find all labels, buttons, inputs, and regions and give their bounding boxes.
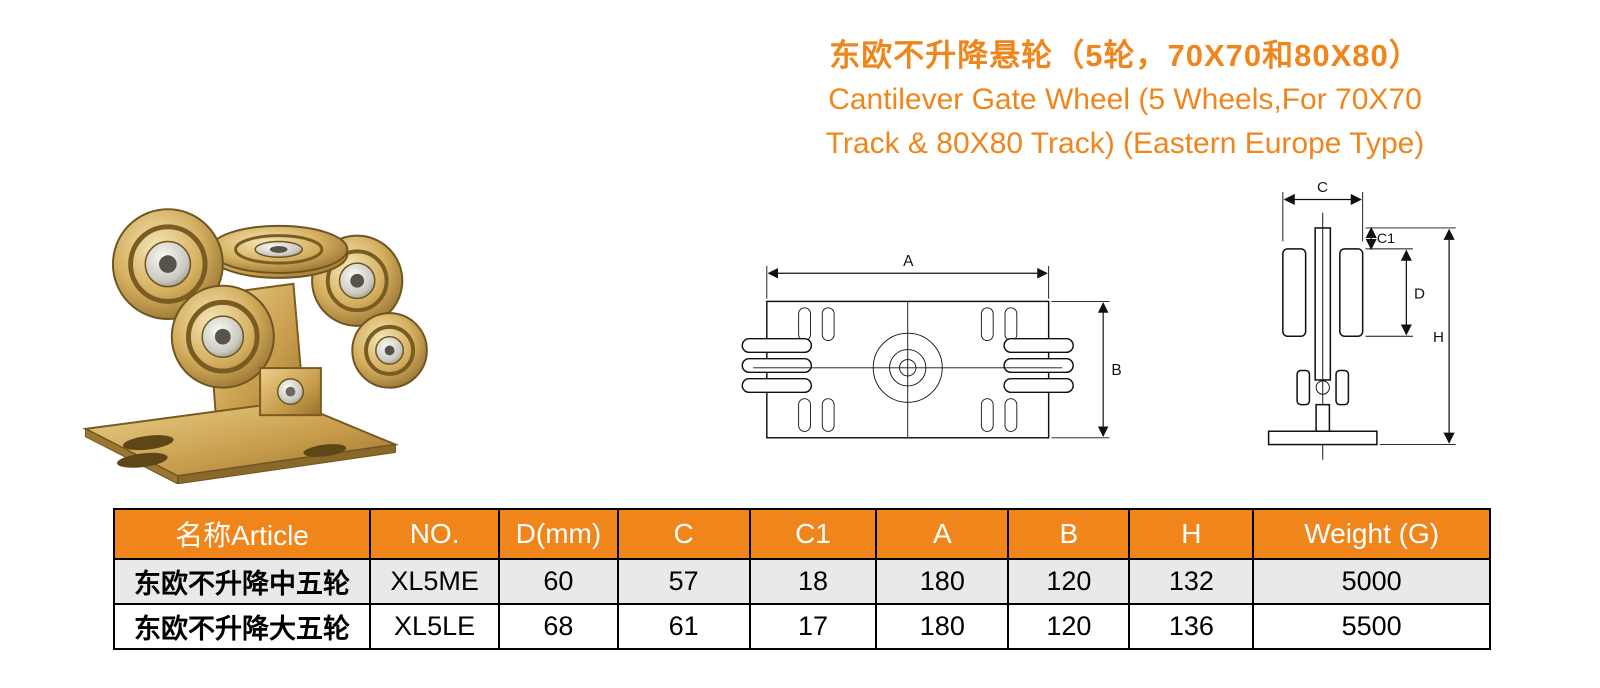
table-row: 东欧不升降中五轮 XL5ME 60 57 18 180 120 132 5000 (113, 558, 1491, 605)
cell-c: 61 (616, 603, 751, 650)
dim-label-a: A (903, 253, 914, 270)
top-wheel (209, 224, 349, 279)
header-cell-b: B (1007, 508, 1131, 560)
header-cell-no: NO. (368, 508, 501, 560)
header-cell-h: H (1128, 508, 1255, 560)
cell-b: 120 (1007, 603, 1131, 650)
cell-no: XL5ME (368, 558, 501, 605)
cell-c1: 18 (748, 558, 878, 605)
side-view-drawing: C C1 D H (1267, 179, 1456, 460)
bolt-block (259, 367, 322, 417)
dim-label-c1: C1 (1377, 231, 1395, 247)
cell-article: 东欧不升降大五轮 (113, 603, 371, 650)
cell-h: 132 (1128, 558, 1255, 605)
product-photo (82, 208, 428, 484)
cell-c: 57 (616, 558, 751, 605)
table-header-row: 名称Article NO. D(mm) C C1 A B H Weight (G… (113, 508, 1491, 560)
cell-weight: 5000 (1252, 558, 1491, 605)
cell-weight: 5500 (1252, 603, 1491, 650)
cell-a: 180 (875, 603, 1010, 650)
dim-label-c: C (1317, 179, 1328, 196)
cell-article: 东欧不升降中五轮 (113, 558, 371, 605)
cell-a: 180 (875, 558, 1010, 605)
table-row: 东欧不升降大五轮 XL5LE 68 61 17 180 120 136 5500 (113, 603, 1491, 650)
front-wheel-upper-left (111, 208, 224, 321)
front-view-right-wheels (1003, 337, 1074, 394)
cell-h: 136 (1128, 603, 1255, 650)
product-title-english-line1: Cantilever Gate Wheel (5 Wheels,For 70X7… (828, 83, 1422, 116)
dim-label-b: B (1111, 362, 1121, 379)
header-cell-d: D(mm) (498, 508, 619, 560)
front-wheel-lower-left (170, 284, 275, 389)
dim-label-d: D (1414, 285, 1425, 302)
cell-d: 60 (498, 558, 619, 605)
cell-no: XL5LE (368, 603, 501, 650)
product-title-chinese: 东欧不升降悬轮（5轮，70X70和80X80） (829, 38, 1421, 73)
header-cell-a: A (875, 508, 1010, 560)
cell-d: 68 (498, 603, 619, 650)
product-title: 东欧不升降悬轮（5轮，70X70和80X80） Cantilever Gate … (730, 34, 1520, 166)
rear-wheel-right-lower (351, 312, 428, 389)
dim-label-h: H (1433, 329, 1444, 346)
cell-b: 120 (1007, 558, 1131, 605)
product-title-english-line2: Track & 80X80 Track) (Eastern Europe Typ… (825, 127, 1425, 160)
base-plate (82, 400, 400, 484)
cell-c1: 17 (748, 603, 878, 650)
front-view-drawing: A B (741, 253, 1122, 439)
spec-table: 名称Article NO. D(mm) C C1 A B H Weight (G… (113, 508, 1491, 650)
front-view-left-wheels (741, 337, 813, 394)
header-cell-article: 名称Article (113, 508, 371, 560)
header-cell-weight: Weight (G) (1252, 508, 1491, 560)
header-cell-c: C (616, 508, 751, 560)
header-cell-c1: C1 (748, 508, 878, 560)
